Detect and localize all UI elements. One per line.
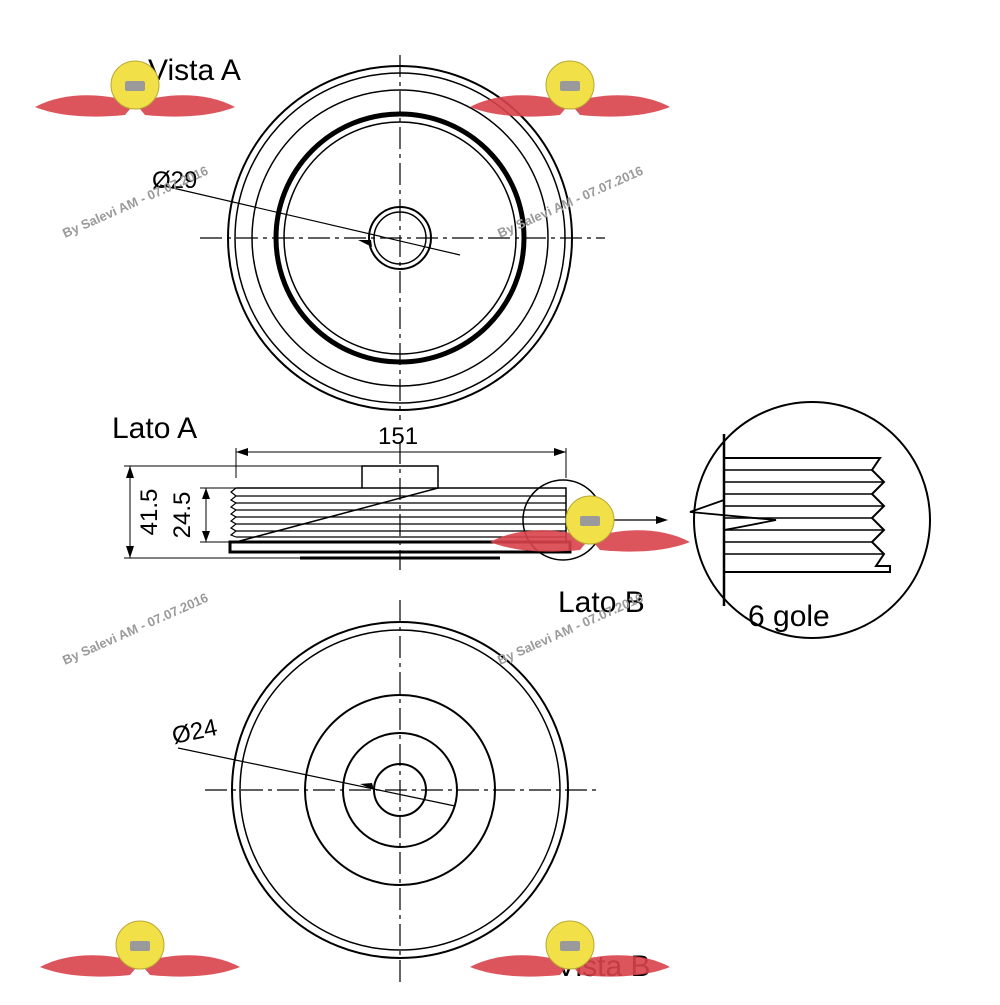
label-side-b: Lato B — [558, 586, 645, 619]
dim-41-5-arrow-top — [126, 466, 134, 478]
dim-bore-a: Ø29 — [152, 167, 197, 194]
side-grooves — [236, 495, 566, 538]
view-b-hub — [342, 732, 458, 848]
watermark-text-3: By Salevi AM - 07.07.2016 — [60, 590, 210, 668]
dim-bore-b: Ø24 — [170, 714, 220, 750]
view-a-outer-ring-inner — [234, 72, 566, 404]
view-a-damper-ring-inner — [283, 121, 517, 355]
detail-groove-lines — [724, 469, 884, 555]
view-a-rim — [251, 89, 549, 387]
view-b-flange — [304, 694, 496, 886]
dim-41-5-arrow-bottom — [126, 546, 134, 558]
view-a-outer-ring — [227, 65, 573, 411]
dim-151-arrow-left — [236, 448, 248, 456]
label-grooves: 6 gole — [748, 600, 830, 633]
dim-outer-diameter: 151 — [378, 423, 418, 450]
side-hub-boss — [361, 465, 439, 489]
side-view: 151 41.5 24.5 — [112, 412, 668, 619]
detail-callout-arrow — [656, 516, 668, 524]
view-b-outer-ring — [231, 621, 569, 959]
dim-total-width: 41.5 — [136, 489, 163, 536]
view-a-bore — [373, 211, 427, 265]
dim-151-arrow-right — [554, 448, 566, 456]
dim-24-5-arrow-bottom — [202, 531, 210, 542]
view-b-outer-ring-inner — [239, 629, 561, 951]
view-b-bore-leader — [177, 747, 456, 807]
groove-detail: 6 gole — [689, 401, 931, 639]
label-view-a: Vista A — [148, 54, 241, 87]
view-a-leader-arrow — [358, 240, 372, 247]
view-a-hub — [368, 206, 432, 270]
detail-section-mark — [689, 499, 777, 531]
watermark-logo-2 — [469, 60, 671, 118]
side-groove-profile-left — [229, 487, 238, 538]
view-a: Ø29 Vista A — [148, 54, 605, 420]
view-a-damper-ring — [273, 111, 527, 365]
dim-belt-width: 24.5 — [169, 492, 196, 539]
watermark-text-1: By Salevi AM - 07.07.2016 — [60, 163, 210, 241]
view-a-bore-leader — [159, 184, 461, 256]
detail-circle — [693, 401, 931, 639]
watermark-logo-5 — [469, 920, 671, 978]
watermark-logo-4 — [39, 920, 241, 978]
detail-groove-profile — [724, 457, 891, 573]
dim-24-5-arrow-top — [202, 488, 210, 499]
label-side-a: Lato A — [112, 412, 197, 445]
view-b-leader-arrow — [360, 783, 374, 790]
